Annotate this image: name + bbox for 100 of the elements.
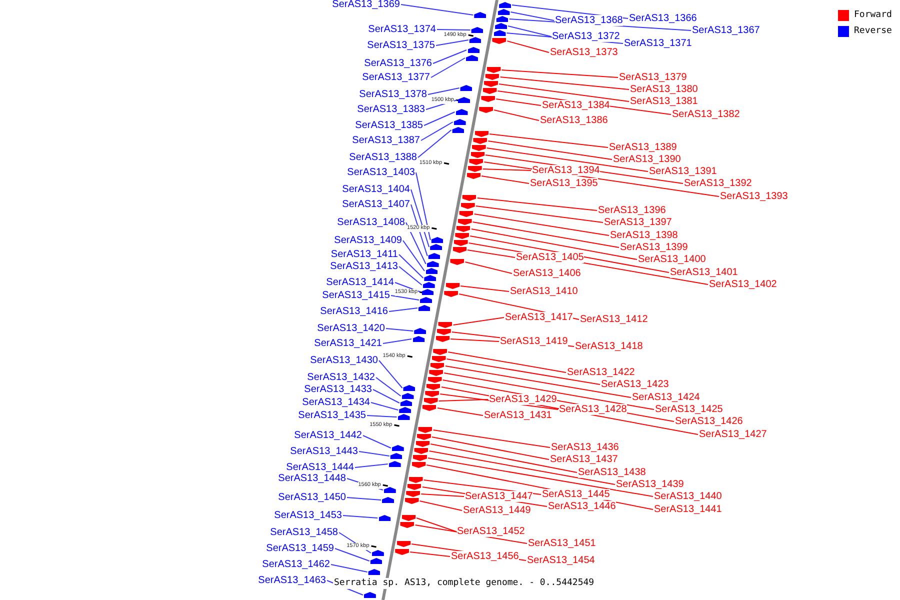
gene-label: SerAS13_1379 xyxy=(619,72,687,83)
leader-line xyxy=(420,122,454,141)
leader-line xyxy=(418,130,452,158)
gene-block xyxy=(482,88,497,94)
gene-block xyxy=(498,9,510,15)
gene-block xyxy=(469,159,484,165)
gene-block xyxy=(372,550,384,556)
gene-block xyxy=(398,414,410,420)
gene-block xyxy=(428,377,442,383)
gene-block xyxy=(418,427,432,433)
leader-line xyxy=(508,26,552,37)
gene-label: SerAS13_1380 xyxy=(630,84,698,95)
genome-caption: Serratia sp. AS13, complete genome. - 0..5442549 xyxy=(333,578,596,589)
leader-line xyxy=(446,358,600,385)
gene-label: SerAS13_1420 xyxy=(317,323,385,334)
gene-label: SerAS13_1373 xyxy=(550,47,618,58)
leader-line xyxy=(398,254,424,278)
gene-label: SerAS13_1428 xyxy=(559,404,627,415)
leader-line xyxy=(428,88,460,95)
gene-block xyxy=(456,109,468,115)
gene-block xyxy=(414,448,428,454)
leader-line xyxy=(416,172,431,240)
gene-label: SerAS13_1442 xyxy=(294,430,362,441)
gene-label: SerAS13_1408 xyxy=(337,217,405,228)
gene-block xyxy=(444,291,458,297)
gene-block xyxy=(416,434,431,440)
gene-block xyxy=(470,152,485,158)
gene-block xyxy=(426,384,440,390)
leader-line xyxy=(402,240,425,272)
leader-line xyxy=(370,402,399,410)
gene-block xyxy=(428,253,440,259)
leader-line xyxy=(436,40,469,46)
gene-block xyxy=(450,259,464,265)
leader-line xyxy=(372,389,400,404)
gene-block xyxy=(390,453,402,459)
gene-label: SerAS13_1423 xyxy=(601,379,669,390)
gene-block xyxy=(404,498,419,504)
leader-line xyxy=(482,168,532,171)
gene-label: SerAS13_1388 xyxy=(349,152,417,163)
gene-label: SerAS13_1375 xyxy=(367,40,435,51)
gene-block xyxy=(412,462,426,468)
gene-label: SerAS13_1404 xyxy=(342,184,410,195)
gene-label: SerAS13_1449 xyxy=(463,505,531,516)
leader-line xyxy=(500,76,630,90)
gene-label: SerAS13_1395 xyxy=(530,178,598,189)
gene-label: SerAS13_1383 xyxy=(357,104,425,115)
gene-block xyxy=(479,107,494,113)
gene-label: SerAS13_1452 xyxy=(457,526,525,537)
gene-label: SerAS13_1419 xyxy=(500,336,568,347)
gene-block xyxy=(392,445,404,451)
leader-line xyxy=(450,338,500,342)
gene-block xyxy=(416,441,430,447)
gene-block xyxy=(492,38,506,44)
gene-block xyxy=(481,96,496,102)
gene-block xyxy=(425,391,440,397)
gene-label: SerAS13_1446 xyxy=(548,501,616,512)
leader-line xyxy=(346,497,382,500)
gene-block xyxy=(378,515,391,521)
gene-label: SerAS13_1415 xyxy=(322,290,390,301)
gene-block xyxy=(486,67,501,73)
gene-label: SerAS13_1433 xyxy=(304,384,372,395)
gene-block xyxy=(438,322,452,328)
leader-line xyxy=(436,408,484,416)
gene-block xyxy=(452,247,466,253)
leader-line xyxy=(378,360,403,388)
leader-line xyxy=(464,262,512,274)
leader-line xyxy=(438,399,488,402)
legend-label: Reverse xyxy=(854,26,892,37)
leader-line xyxy=(452,317,504,326)
gene-label: SerAS13_1374 xyxy=(368,24,436,35)
gene-label: SerAS13_1377 xyxy=(362,72,430,83)
gene-label: SerAS13_1435 xyxy=(298,410,366,421)
gene-block xyxy=(484,81,498,87)
gene-label: SerAS13_1434 xyxy=(302,397,370,408)
gene-block xyxy=(426,261,439,267)
leader-line xyxy=(481,176,530,184)
gene-label: SerAS13_1444 xyxy=(286,462,354,473)
gene-label: SerAS13_1376 xyxy=(364,58,432,69)
gene-block xyxy=(400,400,412,406)
gene-label: SerAS13_1369 xyxy=(332,0,400,10)
gene-label: SerAS13_1426 xyxy=(675,416,743,427)
gene-label: SerAS13_1368 xyxy=(555,15,623,26)
gene-block xyxy=(472,145,486,151)
gene-block xyxy=(368,569,380,575)
leader-line xyxy=(444,366,632,398)
gene-label: SerAS13_1400 xyxy=(638,254,706,265)
gene-label: SerAS13_1409 xyxy=(334,235,402,246)
leader-line xyxy=(472,222,620,248)
gene-label: SerAS13_1422 xyxy=(567,367,635,378)
gene-label: SerAS13_1447 xyxy=(465,491,533,502)
leader-line xyxy=(432,430,550,448)
gene-label: SerAS13_1436 xyxy=(551,442,619,453)
gene-label: SerAS13_1405 xyxy=(516,252,584,263)
leader-line xyxy=(470,228,638,260)
gene-block xyxy=(474,131,489,137)
gene-block xyxy=(459,211,474,217)
gene-label: SerAS13_1392 xyxy=(684,178,752,189)
gene-label: SerAS13_1462 xyxy=(262,559,330,570)
leader-line xyxy=(388,308,418,312)
gene-label: SerAS13_1393 xyxy=(720,191,788,202)
